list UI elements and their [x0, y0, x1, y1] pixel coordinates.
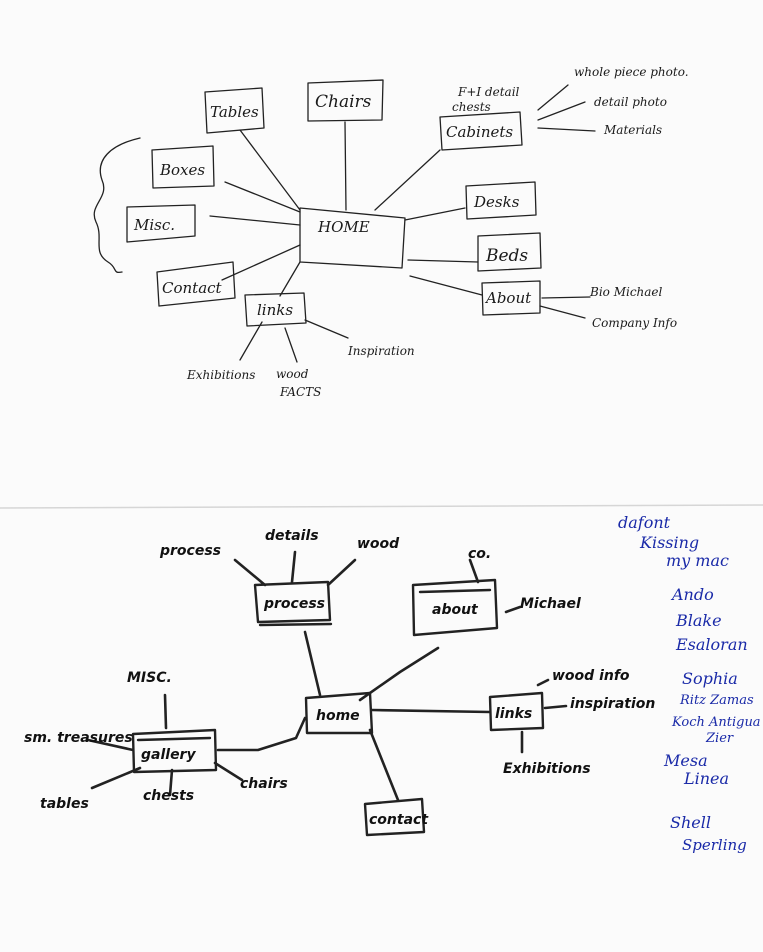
sketch2-leaf-tables: tables [40, 796, 89, 812]
sketch1-leaf-materials: Materials [603, 123, 662, 137]
sketch1-cabinets-note-1: F+I detail [457, 85, 520, 99]
note-ritz-zamas: Ritz Zamas [679, 693, 754, 708]
sketch1-labels: HOME Tables Chairs Cabinets F+I detail c… [133, 65, 689, 399]
sketch1-misc-box [126, 204, 196, 243]
note-esaloran: Esaloran [675, 635, 748, 654]
sketch2-process-box [253, 580, 333, 627]
note-shell: Shell [670, 813, 711, 832]
sketch2-contact-box [363, 797, 426, 837]
sketch2-leaf-exhibitions: Exhibitions [503, 761, 591, 777]
sketch2-process-label: process [263, 596, 325, 612]
sketch1-contact-label: Contact [162, 279, 223, 297]
sketch1-cabinets-box [439, 111, 523, 151]
bracket-scribble [93, 137, 141, 274]
sketch1-home-label: HOME [317, 218, 370, 236]
sketch1-leaf-inspiration: Inspiration [347, 344, 415, 358]
sketch1-leaf-wood: wood [276, 367, 309, 381]
sketch1-tables-label: Tables [210, 103, 259, 121]
note-ando: Ando [670, 585, 714, 604]
sketch1-about-box [481, 280, 541, 316]
note-my-mac: my mac [666, 551, 729, 570]
sketch1-chairs-label: Chairs [315, 92, 372, 112]
sketch1-beds-box [477, 232, 542, 272]
sketch2-gallery-box [131, 728, 218, 774]
sketch2-about-label: about [432, 602, 479, 618]
sketch2-leaf-inspiration: inspiration [570, 696, 655, 712]
sketch2-connectors [86, 550, 568, 802]
sketch1-tables-box [204, 87, 265, 134]
sketch1-leaf-bio-michael: Bio Michael [589, 285, 663, 299]
sketch1-leaf-whole-piece-photo: whole piece photo. [574, 65, 689, 79]
sketch2-leaf-details: details [265, 528, 319, 544]
sketch2-leaf-chests: chests [143, 788, 194, 804]
sketch1-boxes-box [151, 145, 215, 189]
sketch1-about-label: About [484, 289, 532, 307]
sketch2-leaf-chairs: chairs [240, 776, 288, 792]
sitemap-sketch-2: home process about links gallery contact… [24, 528, 655, 837]
sketch2-leaf-process: process [159, 543, 221, 559]
sketch1-desks-box [465, 181, 537, 220]
paper-fold-line [0, 504, 763, 509]
sketch2-leaf-sm-treasures: sm. treasures [24, 730, 133, 746]
sketch1-boxes-label: Boxes [159, 161, 205, 179]
note-zier: Zier [705, 731, 734, 746]
sketch1-misc-label: Misc. [133, 216, 175, 234]
sketch2-gallery-label: gallery [141, 747, 196, 763]
sketch2-labels: home process about links gallery contact… [24, 528, 655, 828]
note-dafont: dafont [618, 513, 671, 532]
note-mesa: Mesa [663, 751, 708, 770]
sketch2-links-label: links [495, 706, 532, 722]
sketch1-cabinets-note-2: chests [452, 100, 491, 114]
sketch2-leaf-co: co. [468, 546, 491, 562]
font-notes-list: dafont Kissing my mac Ando Blake Esalora… [618, 513, 761, 854]
sketch2-home-label: home [316, 708, 360, 724]
sketch2-leaf-wood-info: wood info [552, 668, 630, 684]
sketch1-leaf-exhibitions: Exhibitions [186, 368, 255, 382]
note-sophia: Sophia [682, 669, 738, 688]
sketch1-leaf-company-info: Company Info [592, 316, 677, 330]
sitemap-sketch-1: HOME Tables Chairs Cabinets F+I detail c… [93, 65, 689, 399]
note-koch-antigua: Koch Antigua [671, 715, 761, 730]
sketch1-links-box [244, 292, 307, 327]
sketch1-connectors [209, 84, 596, 363]
sketch2-leaf-wood: wood [357, 536, 400, 552]
sketch1-boxes [126, 79, 542, 327]
sketch2-boxes [131, 578, 545, 837]
sketch1-leaf-facts: FACTS [279, 385, 321, 399]
sketch1-beds-label: Beds [485, 246, 528, 266]
sketch1-leaf-detail-photo: detail photo [594, 95, 667, 109]
sketch1-links-label: links [257, 301, 293, 319]
sketch1-contact-box [156, 261, 236, 307]
sketch2-contact-label: contact [369, 812, 429, 828]
note-blake: Blake [675, 611, 722, 630]
sketch2-leaf-michael: Michael [520, 596, 581, 612]
sketch2-about-box [411, 578, 499, 637]
sketch1-home-box [299, 207, 406, 269]
sketch2-leaf-misc: MISC. [127, 670, 172, 686]
sketch2-home-box [304, 691, 374, 735]
sketch1-chairs-box [307, 79, 384, 122]
sketch1-desks-label: Desks [473, 193, 520, 211]
note-linea: Linea [683, 769, 729, 788]
sketch2-links-box [488, 691, 545, 732]
sketch1-cabinets-label: Cabinets [446, 123, 513, 141]
note-sperling: Sperling [682, 836, 747, 854]
note-kissing: Kissing [639, 533, 699, 552]
